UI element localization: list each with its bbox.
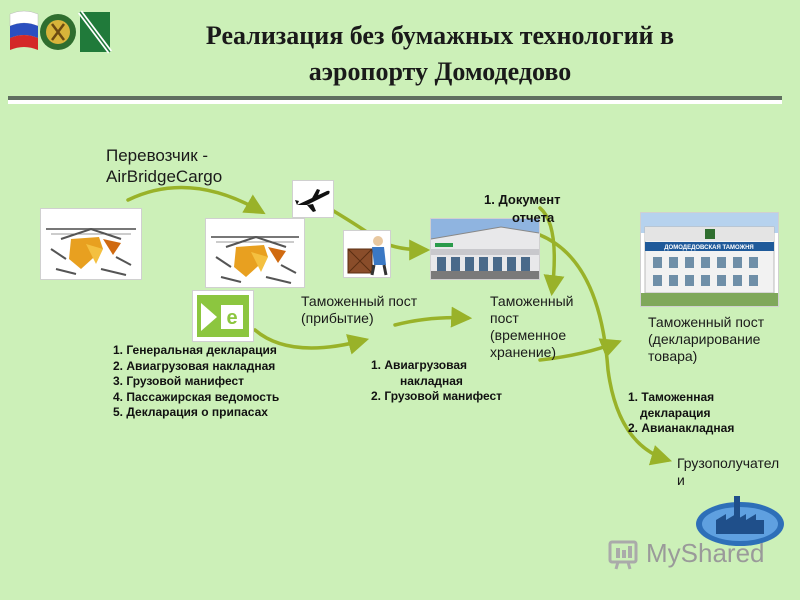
carrier-label: Перевозчик - AirBridgeCargo [106,145,222,187]
consignees-line-1: Грузополучател [677,455,780,471]
consignees-label: Грузополучател и [677,455,779,489]
arrow-to-consignees [538,233,673,466]
declaration-document-item-continued: декларация [640,405,711,420]
declaration-documents-list: 1. Таможенная декларация 2. Авианакладна… [628,390,734,437]
carrier-document-item: 4. Пассажирская ведомость [113,389,280,404]
page-title: Реализация без бумажных технологий в аэр… [120,18,760,90]
carrier-documents-list: 1. Генеральная декларация 2. Авиагрузова… [113,343,279,421]
arrow-storage-to-declaration [538,338,622,362]
title-divider-highlight [8,100,782,104]
arrival-document-item-continued: накладная [400,373,463,388]
customs-building-image: ДОМОДЕДОВСКАЯ ТАМОЖНЯ [640,212,779,307]
temp-storage-line-2: пост [490,310,519,326]
temp-storage-post-label: Таможенный пост (временное хранение) [490,293,573,361]
consignees-line-2: и [677,472,685,488]
customs-flags-logo [2,2,114,64]
declaration-post-line-2: (декларирование [648,331,761,347]
arrow-arrival-to-storage [393,306,473,328]
carrier-document-item: 2. Авиагрузовая накладная [113,358,276,373]
myshared-watermark: MyShared [606,536,766,572]
arrival-post-label: Таможенный пост (прибытие) [301,293,417,327]
temp-storage-line-4: хранение) [490,344,557,360]
arrival-documents-list: 1. Авиагрузовая накладная 2. Грузовой ма… [371,358,502,405]
terminal-image-1 [40,208,142,280]
arrival-document-item: 2. Грузовой манифест [371,389,503,403]
terminal-image-2 [205,218,305,288]
report-document-label: 1. Документ отчета [484,191,560,227]
title-divider [8,96,782,100]
report-document-line-1: 1. Документ [484,192,561,207]
arrow-report-down [538,206,565,297]
declaration-document-item: 2. Авианакладная [628,421,735,435]
declaration-post-line-3: товара) [648,348,698,364]
carrier-label-line-2: AirBridgeCargo [106,167,223,186]
cargo-worker-icon [343,230,391,278]
declaration-document-item: 1. Таможенная [628,390,715,404]
arrow-edocs-to-arrival [253,328,370,355]
arrival-post-line-1: Таможенный пост [301,293,418,309]
watermark-logo-icon [608,540,638,570]
carrier-document-item: 1. Генеральная декларация [113,343,277,357]
e-declaration-icon: e [192,290,254,342]
temp-storage-line-3: (временное [490,327,567,343]
title-line-2: аэропорту Домодедово [308,57,572,86]
carrier-document-item: 3. Грузовой манифест [113,374,245,388]
warehouse-image [430,218,540,280]
carrier-document-item: 5. Декларация о припасах [113,405,268,419]
title-line-1: Реализация без бумажных технологий в [205,21,675,50]
watermark-text: MyShared [646,538,765,568]
factory-icon [694,492,786,548]
arrival-document-item: 1. Авиагрузовая [371,358,468,372]
declaration-post-line-1: Таможенный пост [648,314,765,330]
carrier-label-line-1: Перевозчик - [106,146,209,165]
arrow-carrier-to-terminal [126,185,266,215]
temp-storage-line-1: Таможенный [490,293,574,309]
report-document-line-2: отчета [512,210,555,225]
declaration-post-label: Таможенный пост (декларирование товара) [648,314,764,365]
airplane-icon [292,180,334,218]
svg-text:e: e [226,307,237,329]
arrival-post-line-2: (прибытие) [301,310,374,326]
building-sign: ДОМОДЕДОВСКАЯ ТАМОЖНЯ [664,245,753,251]
